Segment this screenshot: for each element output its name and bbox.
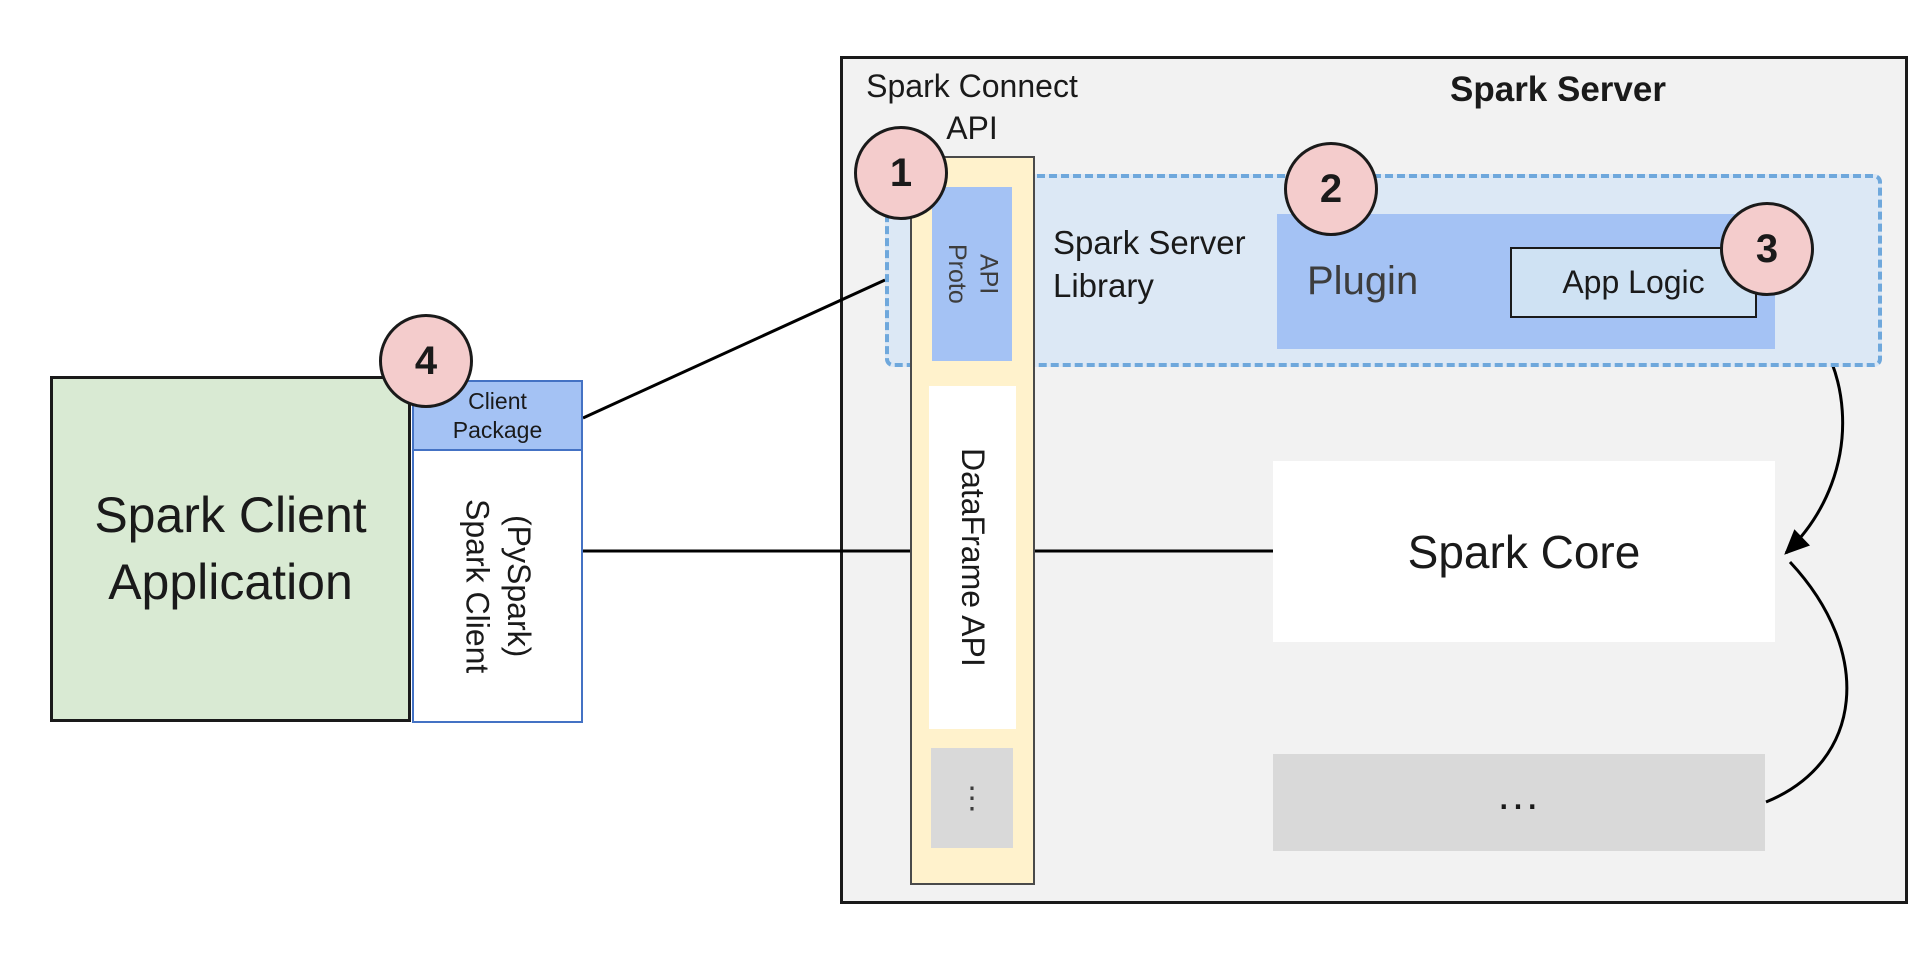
step-marker-1-label: 1 xyxy=(889,150,913,195)
plugin-label: Plugin xyxy=(1307,259,1419,303)
dataframe-api-box: DataFrame API xyxy=(929,386,1016,729)
spark-core-label: Spark Core xyxy=(1407,525,1641,578)
step-marker-4: 4 xyxy=(379,314,473,408)
step-marker-1: 1 xyxy=(854,126,948,220)
app-logic-box: App Logic xyxy=(1510,247,1757,318)
dataframe-api-label: DataFrame API xyxy=(955,448,991,667)
proto-api-label: Proto API xyxy=(943,244,1003,304)
api-stack-ellipsis-box: ⋮ xyxy=(931,748,1013,848)
spark-client-pyspark-label: Spark Client (PySpark) xyxy=(459,498,538,674)
server-more-box: ... xyxy=(1273,754,1765,851)
spark-server-title: Spark Server xyxy=(1450,70,1666,109)
spark-client-application-box: Spark Client Application xyxy=(50,376,411,722)
spark-connect-api-label: Spark Connect API xyxy=(866,68,1078,146)
step-marker-2-label: 2 xyxy=(1319,166,1343,211)
proto-api-box: Proto API xyxy=(932,187,1012,361)
app-logic-label: App Logic xyxy=(1562,264,1705,300)
spark-core-box: Spark Core xyxy=(1273,461,1775,642)
step-marker-3-label: 3 xyxy=(1755,226,1779,271)
step-marker-2: 2 xyxy=(1284,142,1378,236)
spark-client-pyspark-box: Spark Client (PySpark) xyxy=(412,449,583,723)
api-stack-ellipsis: ⋮ xyxy=(957,781,987,815)
step-marker-3: 3 xyxy=(1720,202,1814,296)
server-more-label: ... xyxy=(1497,769,1541,819)
spark-server-library-label: Spark Server Library xyxy=(1053,224,1246,304)
step-marker-4-label: 4 xyxy=(414,338,438,383)
